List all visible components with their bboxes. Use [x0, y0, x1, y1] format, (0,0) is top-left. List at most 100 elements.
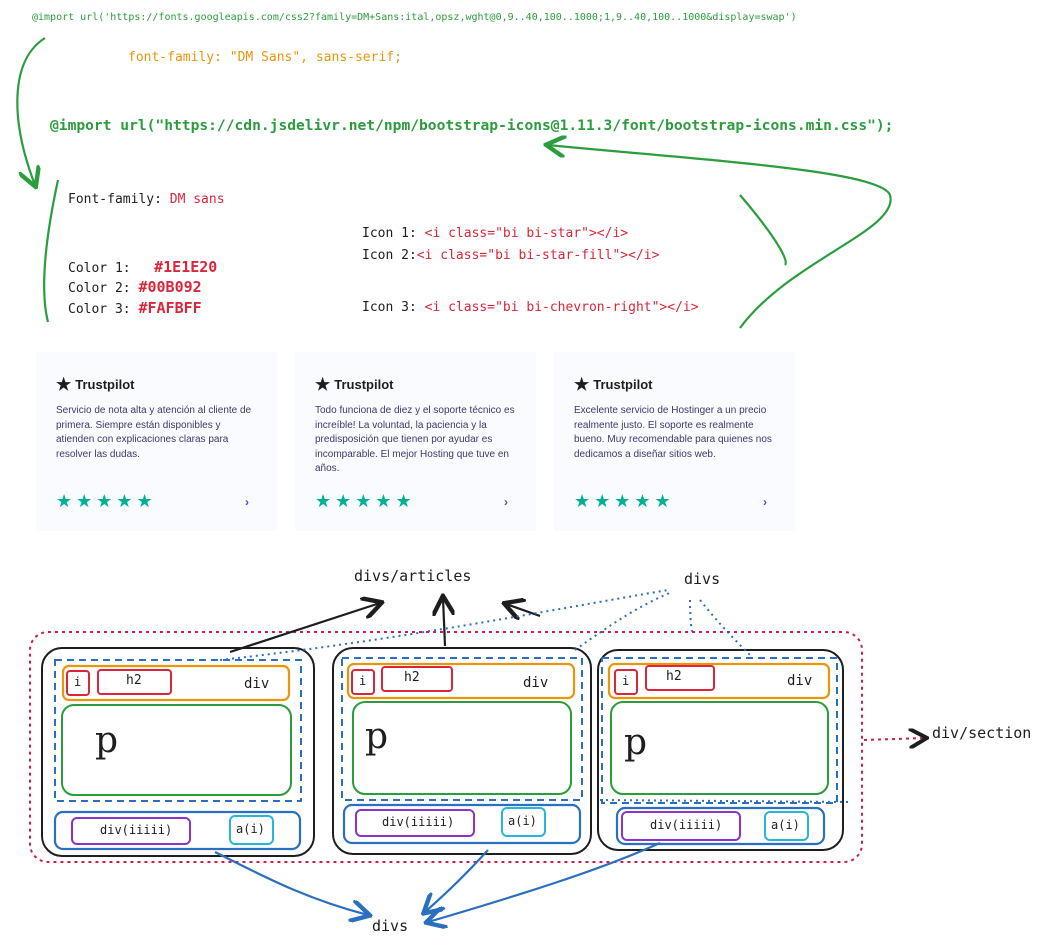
h2-label: h2 [126, 673, 142, 688]
i-label: i [74, 675, 82, 689]
stars-div-2 [355, 809, 475, 837]
link-box-2 [501, 807, 546, 837]
articles-label: divs/articles [354, 567, 472, 585]
import-icons-note: @import url("https://cdn.jsdelivr.net/np… [50, 117, 894, 134]
divs-bottom-arrow-2 [425, 849, 489, 912]
article-outline-2 [332, 647, 592, 855]
chevron-right-icon[interactable]: › [245, 494, 249, 509]
chevron-right-icon[interactable]: › [763, 494, 767, 509]
stars-div-label: div(iiiii) [100, 823, 173, 837]
stars-div-label: div(iiiii) [650, 818, 723, 832]
review-card-1: ★ Trustpilot Servicio de nota alta y ate… [36, 352, 277, 531]
h2-box-3 [645, 665, 715, 691]
stars-div-label: div(iiiii) [382, 815, 455, 829]
green-arrow-right [548, 145, 892, 329]
i-box-2 [351, 669, 375, 695]
p-label: p [365, 716, 389, 757]
articles-arrow-1 [229, 603, 380, 654]
stars-div-3 [621, 811, 741, 841]
review-text: Excelente servicio de Hostinger a un pre… [574, 405, 772, 460]
article-outline-1 [41, 647, 315, 857]
header-div-2 [346, 662, 576, 700]
div-label: div [523, 675, 549, 691]
section-outline [29, 631, 863, 863]
chevron-right-icon[interactable]: › [504, 494, 508, 509]
h2-label: h2 [404, 670, 420, 685]
divs-top-label: divs [684, 570, 721, 588]
link-label: a(i) [771, 818, 800, 832]
icon-2-note: Icon 2:<i class="bi bi-star-fill"></i> [362, 248, 660, 263]
divs-bottom-arrow-3 [428, 841, 661, 922]
green-bracket-left [43, 179, 60, 323]
footer-div-1 [53, 810, 302, 851]
star-icon: ★ [56, 374, 72, 394]
card-brand: Trustpilot [593, 376, 653, 392]
divs-pointer-4 [699, 599, 751, 656]
font-family-value: DM sans [169, 192, 225, 207]
footer-div-2 [342, 803, 582, 845]
color-1: Color 1: #1E1E20 [68, 258, 218, 276]
articles-arrow-3 [506, 604, 541, 616]
divs-bottom-label: divs [372, 917, 409, 935]
star-rating: ★★★★★ [315, 491, 416, 511]
review-card-2: ★ Trustpilot Todo funciona de diez y el … [295, 352, 536, 531]
link-label: a(i) [508, 814, 537, 828]
review-text: Todo funciona de diez y el soporte técni… [315, 405, 515, 474]
star-rating: ★★★★★ [56, 491, 157, 511]
font-family-label: Font-family: DM sans [68, 192, 225, 207]
p-box-3 [610, 701, 829, 795]
card-header: ★ Trustpilot [315, 374, 516, 394]
div-label: div [244, 676, 270, 692]
card-header: ★ Trustpilot [56, 374, 257, 394]
h2-label: h2 [666, 669, 682, 684]
icon-1-note: Icon 1: <i class="bi bi-star"></i> [362, 226, 629, 241]
color-2: Color 2: #00B092 [68, 278, 202, 296]
header-div-3 [607, 662, 831, 700]
color-3: Color 3: #FAFBFF [68, 299, 202, 317]
card-footer: ★★★★★ › [574, 491, 767, 512]
inner-wrapper-2 [341, 657, 583, 801]
stars-div-1 [71, 817, 191, 845]
section-label: div/section [932, 724, 1032, 742]
card-header: ★ Trustpilot [574, 374, 775, 394]
divs-pointer-3 [689, 599, 693, 632]
green-arrow-left [16, 37, 46, 185]
inner-wrapper-3 [601, 657, 838, 804]
review-card-3: ★ Trustpilot Excelente servicio de Hosti… [554, 352, 795, 531]
inner-wrapper-1 [54, 659, 302, 802]
section-arrow [863, 738, 925, 740]
card-footer: ★★★★★ › [56, 491, 249, 512]
header-div-1 [61, 664, 291, 702]
article-outline-3 [597, 649, 844, 851]
star-icon: ★ [574, 374, 590, 394]
p-label: p [624, 722, 648, 763]
card-brand: Trustpilot [334, 376, 394, 392]
p-label: p [95, 720, 119, 761]
p-box-1 [61, 704, 292, 796]
divs-pointer-2 [574, 591, 673, 651]
star-rating: ★★★★★ [574, 491, 675, 511]
review-text: Servicio de nota alta y atención al clie… [56, 405, 252, 460]
card-brand: Trustpilot [75, 376, 135, 392]
card-footer: ★★★★★ › [315, 491, 508, 512]
divs-pointer-5 [599, 799, 851, 803]
divs-pointer-1 [219, 589, 669, 661]
link-label: a(i) [236, 822, 265, 836]
articles-arrow-2 [443, 598, 445, 647]
div-label: div [787, 673, 813, 689]
divs-bottom-arrow-1 [214, 851, 368, 915]
h2-box-1 [97, 669, 172, 695]
i-label: i [622, 674, 630, 688]
i-box-3 [614, 669, 638, 695]
footer-div-3 [615, 806, 826, 846]
i-label: i [359, 674, 367, 688]
link-box-1 [229, 815, 274, 845]
star-icon: ★ [315, 374, 331, 394]
icon-3-note: Icon 3: <i class="bi bi-chevron-right"><… [362, 300, 699, 315]
import-fonts-note: @import url('https://fonts.googleapis.co… [32, 12, 797, 23]
p-box-2 [352, 701, 572, 795]
font-family-css-note: font-family: "DM Sans", sans-serif; [128, 50, 402, 65]
i-box-1 [66, 670, 90, 696]
h2-box-2 [381, 666, 453, 692]
